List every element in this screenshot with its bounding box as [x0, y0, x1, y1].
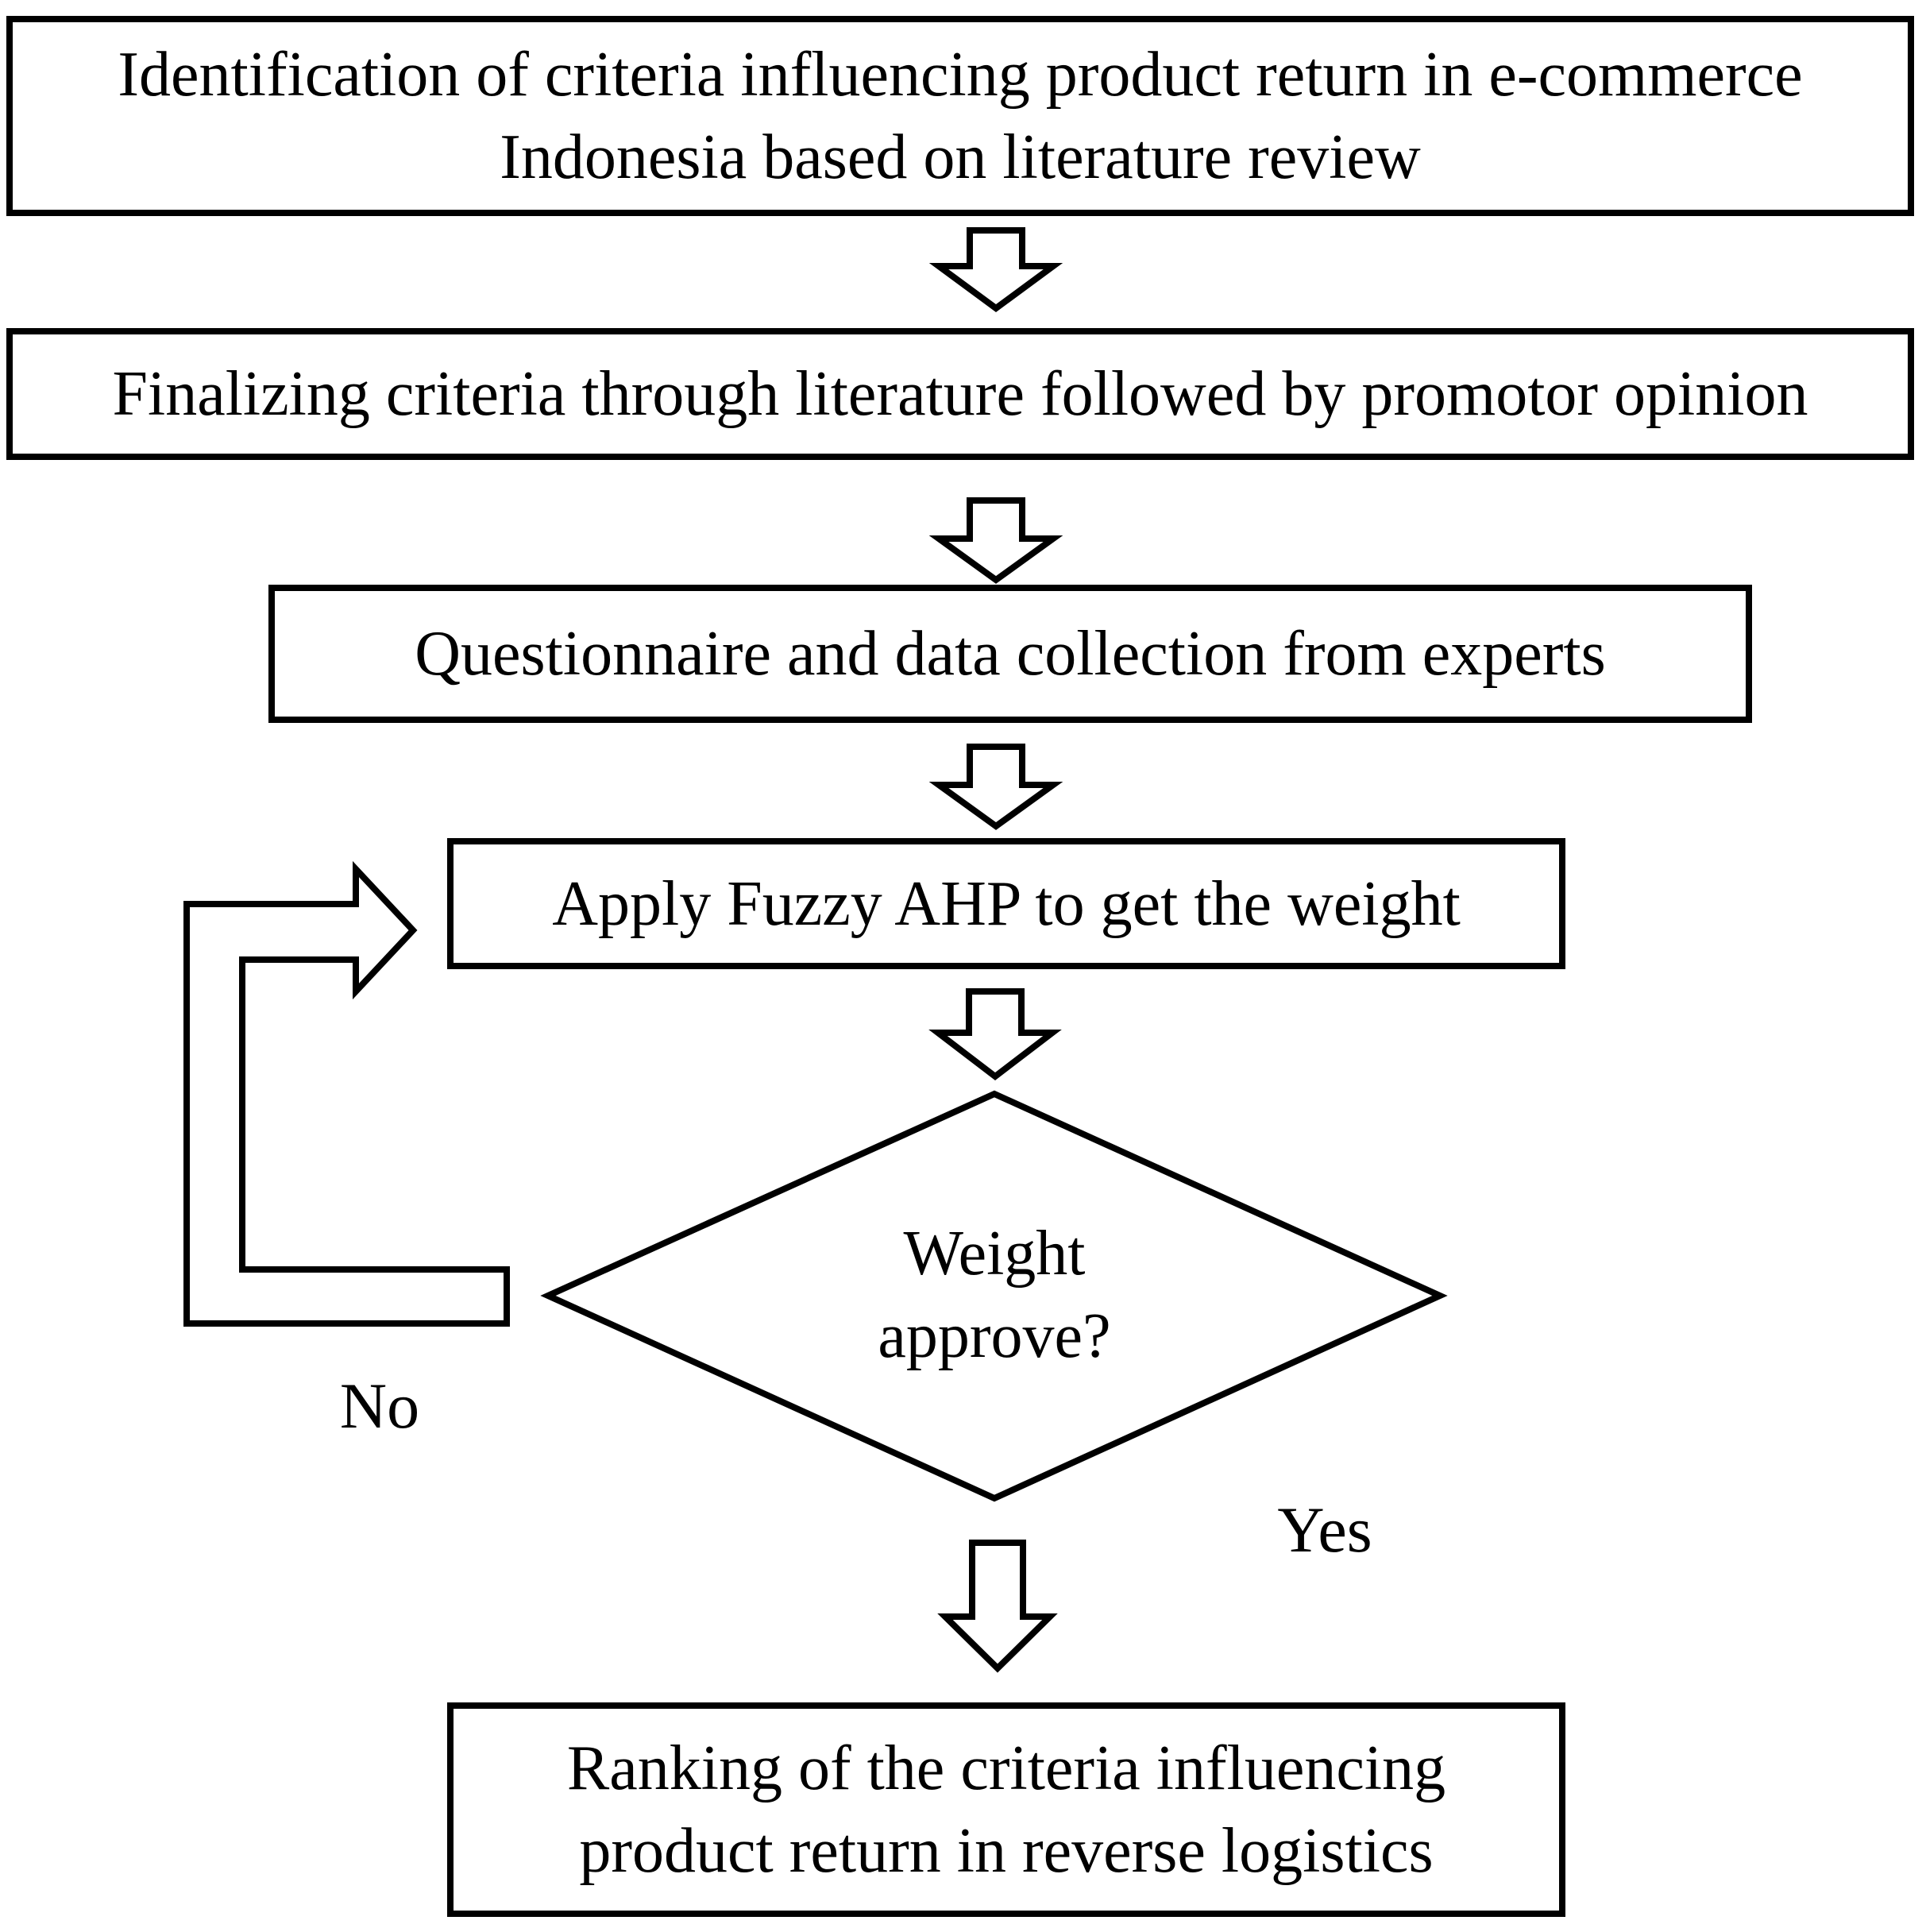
node-apply-fuzzy-ahp: Apply Fuzzy AHP to get the weight — [447, 838, 1565, 969]
node-finalizing-criteria-label: Finalizing criteria through literature f… — [112, 359, 1808, 429]
node-identification-line1: Identification of criteria influencing p… — [118, 40, 1803, 110]
node-ranking-line2: product return in reverse logistics — [579, 1816, 1434, 1886]
down-arrow-3 — [928, 744, 1063, 830]
down-arrow-1 — [928, 227, 1063, 312]
node-apply-fuzzy-ahp-label: Apply Fuzzy AHP to get the weight — [552, 868, 1461, 939]
node-ranking-line1: Ranking of the criteria influencing — [566, 1733, 1446, 1803]
node-identification-line2: Indonesia based on literature review — [500, 122, 1421, 192]
node-questionnaire-label: Questionnaire and data collection from e… — [415, 619, 1606, 689]
decision-weight-approve: Weight approve? — [756, 1212, 1233, 1378]
node-finalizing-criteria: Finalizing criteria through literature f… — [6, 328, 1914, 460]
down-arrow-2 — [928, 497, 1063, 584]
no-loop-arrow — [183, 860, 510, 1327]
decision-line1: Weight — [903, 1219, 1086, 1289]
node-ranking: Ranking of the criteria influencing prod… — [447, 1702, 1565, 1917]
decision-diamond-shape — [540, 1090, 1448, 1502]
down-arrow-yes — [937, 1540, 1058, 1673]
edge-label-no: No — [339, 1370, 420, 1442]
node-identification: Identification of criteria influencing p… — [6, 16, 1914, 216]
down-arrow-4 — [928, 988, 1062, 1081]
node-questionnaire: Questionnaire and data collection from e… — [268, 585, 1752, 723]
decision-line2: approve? — [878, 1301, 1111, 1371]
edge-label-yes: Yes — [1277, 1493, 1372, 1566]
